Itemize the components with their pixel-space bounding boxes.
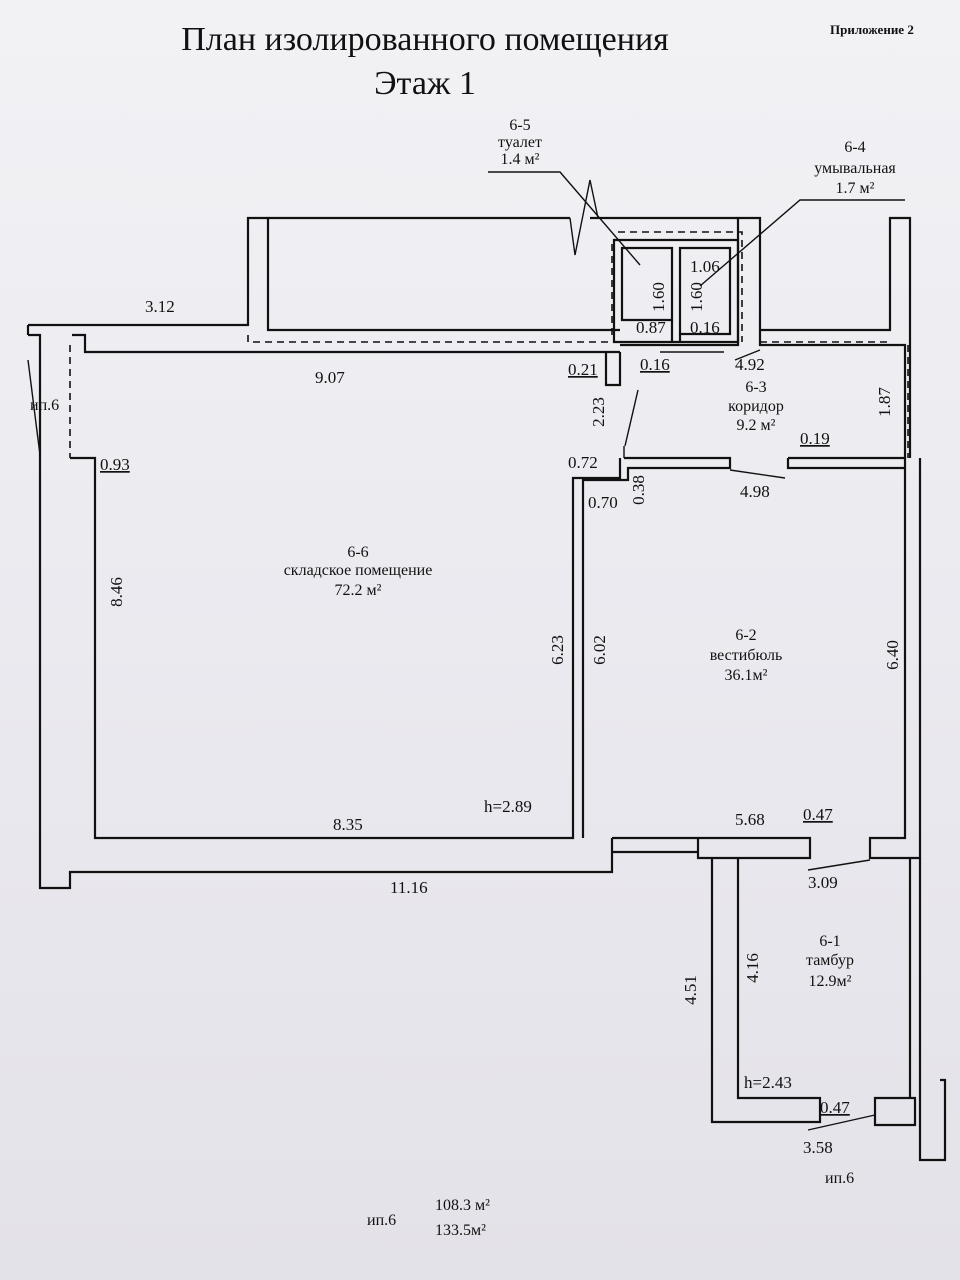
- wall-toilet-doors: [670, 320, 682, 342]
- footer-labels: ип.6 ип.6 ип.6 108.3 м² 133.5м²: [30, 397, 854, 1239]
- dim-1-60-b: 1.60: [687, 282, 706, 312]
- wall-washroom-outer: [760, 216, 912, 458]
- room-6-4-code: 6-4: [844, 139, 865, 156]
- room-6-6-area: 72.2 м²: [335, 582, 382, 599]
- dim-3-09: 3.09: [808, 873, 838, 892]
- dim-0-38: 0.38: [629, 475, 648, 505]
- leaders: [27, 171, 905, 1131]
- dimension-labels: 3.12 9.07 0.93 8.46 8.35 11.16 h=2.89 0.…: [100, 257, 902, 1157]
- dim-8-35: 8.35: [333, 815, 363, 834]
- wall-vestibule-door: [786, 458, 905, 470]
- walls: [26, 179, 947, 1162]
- wall-storage-outer: [38, 458, 614, 890]
- ip-label-left: ип.6: [30, 397, 59, 414]
- wall-washroom: [678, 246, 732, 336]
- room-6-5-name: туалет: [498, 134, 542, 151]
- dim-1-06: 1.06: [690, 257, 720, 276]
- wall-toilet-block: [612, 238, 740, 344]
- leader-309: [807, 859, 871, 871]
- dim-4-92: 4.92: [735, 355, 765, 374]
- leader-358: [807, 1114, 876, 1131]
- room-6-1-name: тамбур: [806, 952, 854, 969]
- total-area-1: 108.3 м²: [435, 1197, 490, 1214]
- wall-storage-inner: [70, 456, 622, 840]
- wall-tambour-column: [873, 1096, 917, 1127]
- ip-label-bottom-right: ип.6: [825, 1170, 854, 1187]
- dim-9-07: 9.07: [315, 368, 345, 387]
- total-area-2: 133.5м²: [435, 1222, 486, 1239]
- dim-3-58: 3.58: [803, 1138, 833, 1157]
- dim-5-68: 5.68: [735, 810, 765, 829]
- leader-ip-left: [27, 359, 41, 456]
- dim-0-16-b: 0.16: [690, 318, 720, 337]
- boundary-top: [247, 335, 612, 343]
- room-6-6-name: складское помещение: [284, 562, 433, 579]
- room-6-4-area: 1.7 м²: [836, 180, 875, 197]
- height-2-43: h=2.43: [744, 1073, 792, 1092]
- break-symbol: [569, 179, 599, 256]
- leader-498: [729, 469, 786, 479]
- room-6-4-name: умывальная: [814, 160, 896, 177]
- room-6-3-code: 6-3: [745, 379, 766, 396]
- dim-0-70: 0.70: [588, 493, 618, 512]
- boundary-toilet: [618, 231, 743, 342]
- dim-0-21: 0.21: [568, 360, 598, 379]
- floor-label: Этаж 1: [374, 65, 476, 102]
- dim-4-51: 4.51: [681, 975, 700, 1005]
- door-swing: [623, 389, 639, 458]
- appendix-label: Приложение 2: [830, 22, 914, 37]
- wall-left-stub: [26, 325, 42, 458]
- plan-title: План изолированного помещения: [181, 21, 669, 58]
- dim-2-23: 2.23: [589, 397, 608, 427]
- room-6-2-name: вестибюль: [710, 647, 783, 664]
- wall-tambour-right: [908, 858, 947, 1162]
- wall-tambour-left: [710, 858, 822, 1124]
- wall-column: [604, 352, 622, 387]
- leader-492: [734, 349, 761, 361]
- dim-0-93: 0.93: [100, 455, 130, 474]
- dim-0-47-a: 0.47: [803, 805, 833, 824]
- dim-8-46: 8.46: [107, 577, 126, 607]
- dim-6-02: 6.02: [590, 635, 609, 665]
- room-6-6-code: 6-6: [347, 544, 368, 561]
- dim-1-60-a: 1.60: [649, 282, 668, 312]
- room-6-1-code: 6-1: [819, 933, 840, 950]
- dim-6-40: 6.40: [883, 640, 902, 670]
- room-6-3-name: коридор: [728, 398, 784, 415]
- ip-label-footer: ип.6: [367, 1212, 396, 1229]
- leader-washroom: [699, 199, 905, 287]
- dim-0-16-a: 0.16: [640, 355, 670, 374]
- dim-0-19: 0.19: [800, 429, 830, 448]
- dim-6-23: 6.23: [548, 635, 567, 665]
- leader-toilet: [488, 171, 641, 266]
- dim-4-16: 4.16: [743, 953, 762, 983]
- wall-corridor-right: [620, 216, 907, 458]
- boundaries: [69, 231, 909, 458]
- dim-3-12: 3.12: [145, 297, 175, 316]
- room-labels: 6-5 туалет 1.4 м² 6-4 умывальная 1.7 м² …: [284, 117, 897, 990]
- dim-1-87: 1.87: [875, 387, 894, 417]
- dim-11-16: 11.16: [390, 878, 428, 897]
- dim-0-87: 0.87: [636, 318, 666, 337]
- dim-4-98: 4.98: [740, 482, 770, 501]
- dim-0-47-b: 0.47: [820, 1098, 850, 1117]
- room-6-2-area: 36.1м²: [725, 667, 768, 684]
- wall-vestibule-top-left: [581, 456, 732, 838]
- wall-top-left: [28, 216, 620, 332]
- room-6-2-code: 6-2: [735, 627, 756, 644]
- room-6-1-area: 12.9м²: [809, 973, 852, 990]
- room-6-5-area: 1.4 м²: [501, 151, 540, 168]
- wall-vestibule-bottom: [612, 836, 812, 860]
- room-6-3-area: 9.2 м²: [737, 417, 776, 434]
- dim-0-72: 0.72: [568, 453, 598, 472]
- wall-top-storage: [72, 333, 620, 354]
- height-2-89: h=2.89: [484, 797, 532, 816]
- room-6-5-code: 6-5: [509, 117, 530, 134]
